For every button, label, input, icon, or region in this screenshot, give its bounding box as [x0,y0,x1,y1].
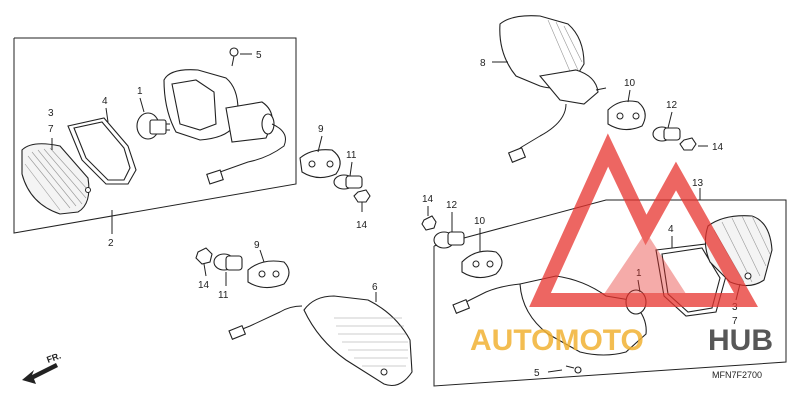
callout-9: 9 [254,240,260,251]
left-gasket [67,117,137,185]
watermark-brand-right: HUB [708,324,773,357]
callout-3: 3 [732,302,738,313]
callout-5: 5 [534,368,540,379]
callout-1: 1 [636,268,642,279]
callout-7: 7 [732,316,738,327]
diagram-code: MFN7F2700 [712,370,762,380]
left-housing [163,47,286,185]
callout-5: 5 [256,50,262,61]
callout-11: 11 [218,290,229,301]
callout-4: 4 [668,224,674,235]
callout-2: 2 [108,238,114,249]
callout-14: 14 [356,220,368,231]
callout-4: 4 [102,96,108,107]
left-bulb [136,112,170,140]
left-lens [21,143,91,215]
right-screw [565,365,582,374]
callout-14: 14 [198,280,210,291]
top-right-hardware [607,100,697,151]
left-assembly-box [13,37,297,234]
callout-13: 13 [692,178,704,189]
top-right-turn-signal [499,15,607,163]
callout-7: 7 [48,124,54,135]
fr-label: FR. [45,351,62,365]
callout-11: 11 [346,150,357,161]
left-screw [229,47,239,67]
callout-14: 14 [712,142,724,153]
callout-9: 9 [318,124,324,135]
callout-12: 12 [446,200,458,211]
right-hardware [421,215,503,279]
left-hardware [299,149,371,203]
callout-14: 14 [422,194,434,205]
bottom-hardware [195,247,290,289]
bottom-turn-signal [228,295,413,387]
callout-8: 8 [480,58,486,69]
watermark-logo [529,133,758,307]
callout-10: 10 [474,216,486,227]
callout-3: 3 [48,108,54,119]
watermark-text: AUTOMOTO HUB [470,324,773,357]
front-direction-arrow: FR. [22,351,62,384]
callout-1: 1 [137,86,143,97]
watermark-brand-left: AUTOMOTO [470,324,644,357]
callout-10: 10 [624,78,636,89]
callout-numbers: 1 2 3 7 4 5 9 11 14 14 11 9 6 8 10 12 14… [48,50,738,379]
callout-12: 12 [666,100,678,111]
callout-6: 6 [372,282,378,293]
